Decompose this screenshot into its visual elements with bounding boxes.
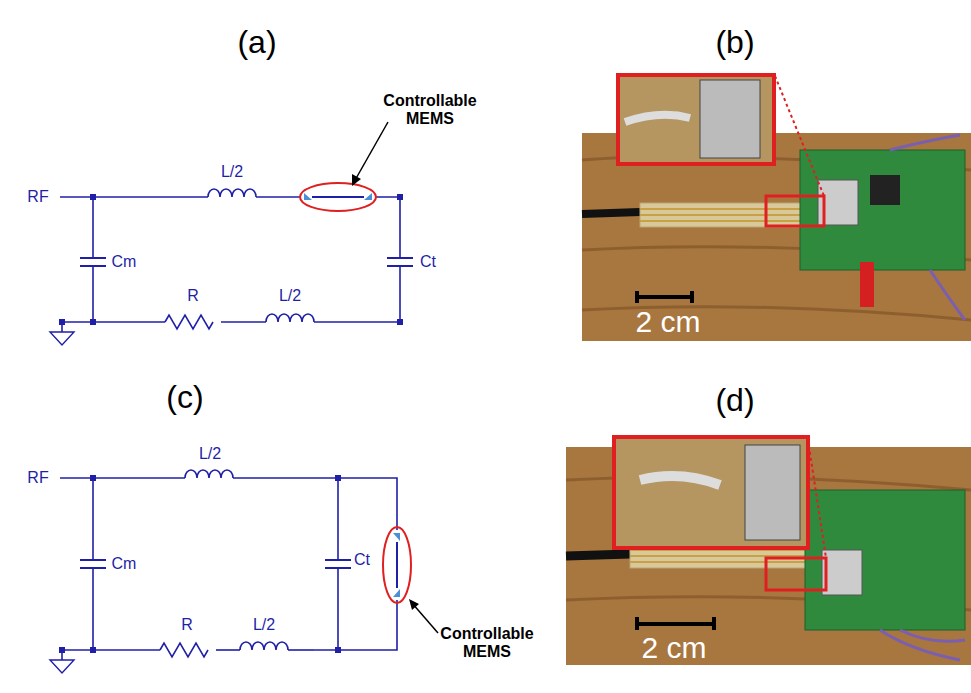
mems-package: [822, 550, 862, 595]
component-label: Ct: [420, 253, 436, 271]
wire: [216, 649, 240, 651]
resistor-symbol: [165, 315, 213, 329]
wires: [880, 630, 965, 660]
callout-text: Controllable MEMS: [370, 92, 490, 129]
ground-symbol: [50, 332, 74, 345]
inductor-symbol: [208, 189, 256, 197]
mems-switch: [312, 196, 364, 198]
wire: [62, 649, 160, 651]
junction-dots: [59, 194, 403, 325]
wire: [60, 477, 185, 479]
highlight-ellipse: [383, 527, 411, 603]
control-pcb: [805, 490, 965, 630]
arrow-head: [409, 599, 419, 610]
board-traces: [630, 550, 810, 562]
wire: [92, 197, 94, 258]
port-label: RF: [27, 469, 48, 487]
capacitor-symbol: [80, 258, 106, 266]
leader-arrow: [412, 603, 438, 633]
board-traces: [640, 209, 810, 221]
panel-letter: (c): [166, 379, 203, 416]
wire: [221, 321, 266, 323]
callout-text: Controllable MEMS: [427, 625, 547, 662]
inset-border: [618, 75, 774, 164]
component-label: L/2: [199, 445, 221, 463]
wire: [337, 568, 339, 650]
circuit-c: [60, 470, 397, 660]
inset-border: [614, 437, 808, 548]
mems-package: [745, 445, 800, 540]
wire: [314, 600, 397, 650]
component-label: R: [187, 287, 199, 305]
wire: [60, 196, 208, 198]
leader-arrow: [354, 122, 388, 182]
highlight-box: [766, 558, 826, 590]
scale-label: 2 cm: [641, 631, 706, 666]
connector: [860, 262, 874, 307]
arrow-head: [352, 174, 361, 186]
component-label: Cm: [112, 555, 137, 573]
capacitor-symbol: [387, 258, 413, 266]
photo-d: [566, 437, 971, 665]
junction-dots: [59, 475, 341, 653]
solder: [640, 476, 720, 485]
mems-switch: [396, 542, 398, 588]
wires: [890, 135, 965, 320]
ground-symbol: [50, 660, 74, 673]
component-label: Ct: [354, 551, 370, 569]
wire: [256, 196, 300, 198]
wire: [288, 649, 314, 651]
port-label: RF: [27, 188, 48, 206]
scale-bar: [637, 291, 692, 303]
solder: [625, 115, 690, 122]
inductor-symbol: [240, 642, 288, 650]
chip: [870, 175, 900, 205]
wire: [314, 321, 400, 323]
wire: [92, 266, 94, 322]
wire: [92, 478, 94, 560]
component-label: L/2: [279, 287, 301, 305]
wire: [376, 197, 400, 258]
mems-package: [700, 80, 760, 158]
component-label: Cm: [112, 253, 137, 271]
photo-b: [582, 75, 971, 341]
circuit-a: [60, 189, 413, 332]
panel-letter: (d): [715, 382, 754, 419]
capacitor-symbol: [325, 560, 351, 568]
test-board: [640, 203, 810, 227]
scale-bar: [637, 617, 714, 630]
inset-photo: [618, 75, 774, 164]
scale-label: 2 cm: [635, 305, 700, 340]
zoom-line: [775, 76, 824, 196]
wire: [399, 266, 401, 322]
mems-contact: [304, 193, 312, 200]
mems-contact: [364, 193, 372, 200]
zoom-line: [808, 440, 826, 558]
mems-contact: [393, 533, 400, 541]
panel-letter: (b): [715, 24, 754, 61]
wire: [337, 478, 339, 560]
wire: [233, 478, 397, 530]
highlight-ellipse: [300, 183, 376, 211]
inset-photo: [614, 437, 808, 548]
panel-letter: (a): [237, 24, 276, 61]
highlight-box: [766, 196, 824, 226]
component-label: L/2: [221, 163, 243, 181]
resistor-symbol: [160, 643, 208, 657]
wire: [62, 321, 165, 323]
inductor-symbol: [185, 470, 233, 478]
mems-contact: [393, 589, 400, 597]
component-label: R: [181, 616, 193, 634]
coax-cable: [582, 212, 640, 214]
inductor-symbol: [266, 314, 314, 322]
coax-cable: [566, 554, 630, 556]
component-label: L/2: [253, 616, 275, 634]
wire: [92, 568, 94, 650]
capacitor-symbol: [80, 560, 106, 568]
